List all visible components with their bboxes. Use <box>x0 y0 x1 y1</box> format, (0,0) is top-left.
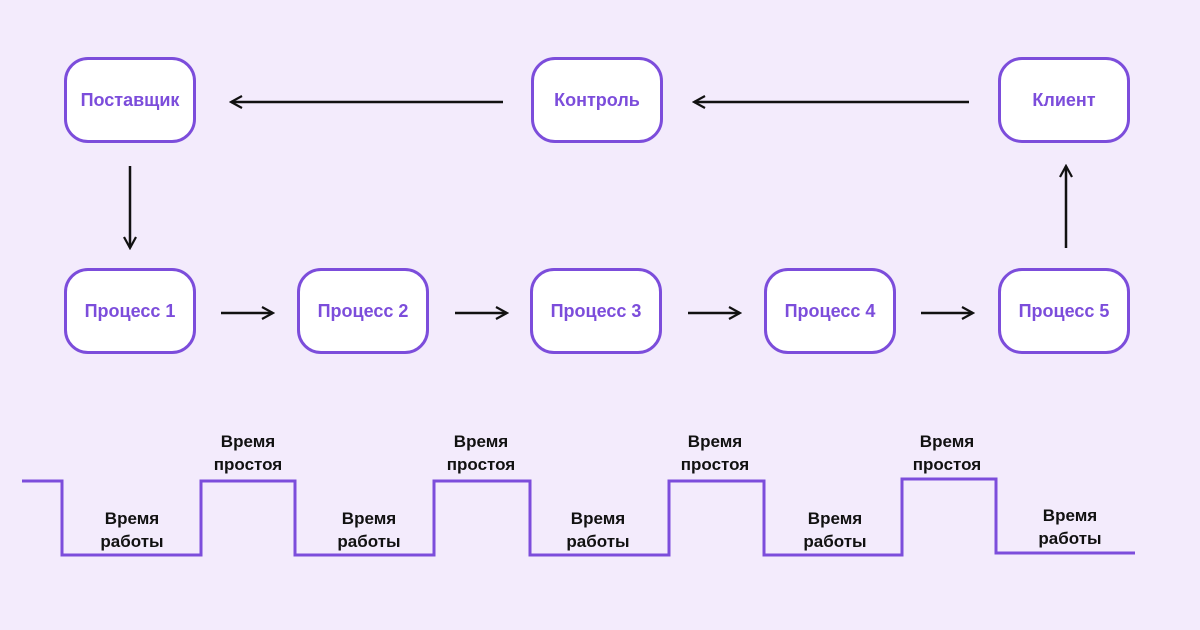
work-time-label: Время работы <box>803 509 867 551</box>
process-1-node: Процесс 1 <box>64 268 196 354</box>
work-time-label: Время работы <box>566 509 630 551</box>
process-3-label: Процесс 3 <box>550 300 642 321</box>
control-node: Контроль <box>531 57 663 143</box>
process-4-node: Процесс 4 <box>764 268 896 354</box>
control-label: Контроль <box>554 89 640 110</box>
process-5-node: Процесс 5 <box>998 268 1130 354</box>
supplier-node: Поставщик <box>64 57 196 143</box>
work-idle-timeline <box>22 477 1135 557</box>
process-2-node: Процесс 2 <box>297 268 429 354</box>
client-label: Клиент <box>1032 89 1096 110</box>
idle-time-label: Время простоя <box>446 432 516 474</box>
idle-time-label: Время простоя <box>213 432 283 474</box>
process-2-label: Процесс 2 <box>317 300 409 321</box>
work-time-label: Время работы <box>337 509 401 551</box>
idle-time-label: Время простоя <box>680 432 750 474</box>
process-1-label: Процесс 1 <box>84 300 176 321</box>
idle-time-label: Время простоя <box>912 432 982 474</box>
supplier-label: Поставщик <box>80 89 180 110</box>
process-5-label: Процесс 5 <box>1018 300 1110 321</box>
process-3-node: Процесс 3 <box>530 268 662 354</box>
client-node: Клиент <box>998 57 1130 143</box>
work-time-label: Время работы <box>1038 506 1102 548</box>
process-4-label: Процесс 4 <box>784 300 876 321</box>
work-time-label: Время работы <box>100 509 164 551</box>
